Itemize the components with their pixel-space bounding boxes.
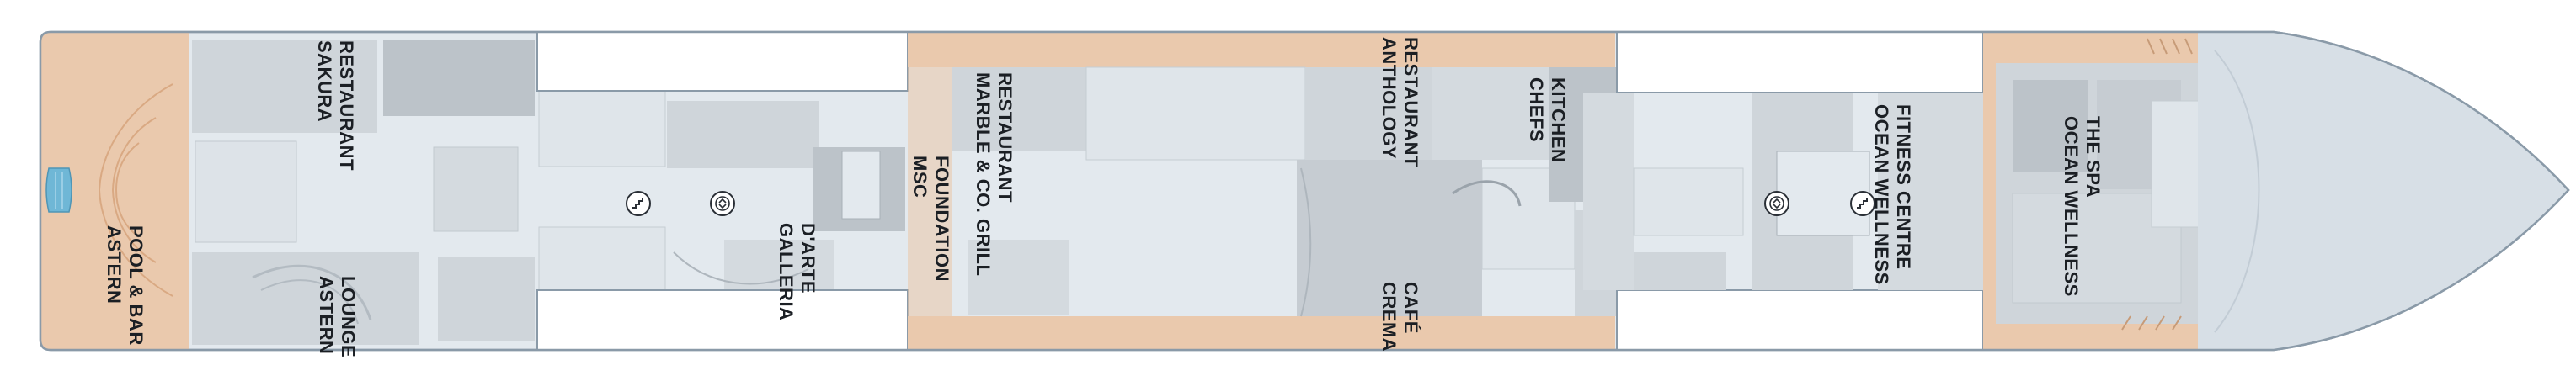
venue-label-line: OCEAN WELLNESS bbox=[1871, 104, 1892, 285]
room-block bbox=[383, 40, 535, 116]
venue-label-line: KITCHEN bbox=[1548, 77, 1569, 162]
sun-loungers-top bbox=[2147, 38, 2193, 55]
aft-deck-arcs bbox=[98, 83, 173, 297]
venue-label-line: THE SPA bbox=[2083, 116, 2104, 198]
room-block bbox=[841, 151, 881, 220]
room-block bbox=[1634, 252, 1726, 290]
venue-label-line: CREMA bbox=[1379, 282, 1400, 352]
room-block bbox=[667, 101, 819, 168]
spiral-stair bbox=[1452, 180, 1522, 207]
venue-label-line: D'ARTE bbox=[797, 223, 819, 294]
room-block bbox=[2013, 80, 2088, 172]
room-block bbox=[968, 240, 1069, 315]
hull-border bbox=[39, 30, 2570, 352]
venue-label-line: MARBLE & CO. GRILL bbox=[973, 72, 994, 276]
elevator-icon bbox=[710, 191, 735, 216]
venue-label-line: RESTAURANT bbox=[1400, 37, 1421, 167]
venue-label-line: OCEAN WELLNESS bbox=[2061, 116, 2082, 297]
lounge-curve bbox=[260, 279, 359, 325]
room-block bbox=[192, 40, 377, 133]
room-block bbox=[2151, 100, 2203, 228]
venue-label-line: FITNESS CENTRE bbox=[1893, 104, 1914, 269]
pool-water bbox=[45, 167, 72, 213]
deck-void bbox=[1616, 289, 1984, 350]
aft-deck-arcs-3 bbox=[115, 142, 140, 238]
deck-void bbox=[1616, 32, 1984, 93]
venue-label-line: ANTHOLOGY bbox=[1379, 37, 1400, 159]
room-block bbox=[1878, 93, 1983, 290]
venue-label-line: LOUNGE bbox=[338, 276, 359, 357]
venue-label-line: RESTAURANT bbox=[336, 40, 357, 171]
mid-open-deck-top bbox=[908, 32, 1615, 67]
venue-label-line: FOUNDATION bbox=[931, 156, 952, 282]
venue-label-line: GALLERIA bbox=[776, 223, 797, 320]
gallery-curve bbox=[673, 251, 809, 285]
deck-void bbox=[536, 32, 909, 92]
aft-deck-arcs-2 bbox=[111, 117, 157, 263]
stairs-icon bbox=[626, 191, 651, 216]
bow-deck bbox=[2198, 32, 2568, 350]
deck-void bbox=[536, 289, 909, 350]
venue-label-line: SAKURA bbox=[314, 40, 335, 122]
room-block bbox=[1583, 93, 1634, 290]
venue-label-line: CAFÉ bbox=[1400, 282, 1421, 334]
venue-label-line: ASTERN bbox=[316, 276, 337, 354]
sun-loungers-bottom bbox=[2121, 315, 2182, 331]
stairs-icon bbox=[1850, 191, 1875, 216]
bow-detail bbox=[2214, 50, 2260, 333]
room-block bbox=[438, 257, 535, 341]
mid-open-deck-bottom bbox=[908, 316, 1615, 350]
room-block bbox=[1305, 67, 1432, 160]
anthology-curve bbox=[1300, 167, 1312, 317]
venue-label-line: ASTERN bbox=[104, 225, 125, 304]
venue-label-line: POOL & BAR bbox=[125, 225, 147, 346]
room-block bbox=[195, 140, 297, 243]
room-block bbox=[952, 67, 1086, 151]
venue-label-line: CHEFS bbox=[1526, 77, 1547, 142]
elevator-icon bbox=[1764, 191, 1789, 216]
mid-open-deck-side bbox=[908, 32, 952, 350]
venue-label-line: MSC bbox=[909, 156, 931, 198]
room-block bbox=[1432, 67, 1549, 160]
room-block bbox=[1297, 160, 1482, 316]
room-block bbox=[433, 146, 519, 232]
lounge-curve bbox=[252, 264, 372, 320]
venue-label-line: RESTAURANT bbox=[995, 72, 1016, 203]
room-block bbox=[192, 252, 419, 345]
room-block bbox=[724, 240, 834, 290]
room-block bbox=[1633, 167, 1744, 236]
room-block bbox=[1085, 66, 1306, 161]
